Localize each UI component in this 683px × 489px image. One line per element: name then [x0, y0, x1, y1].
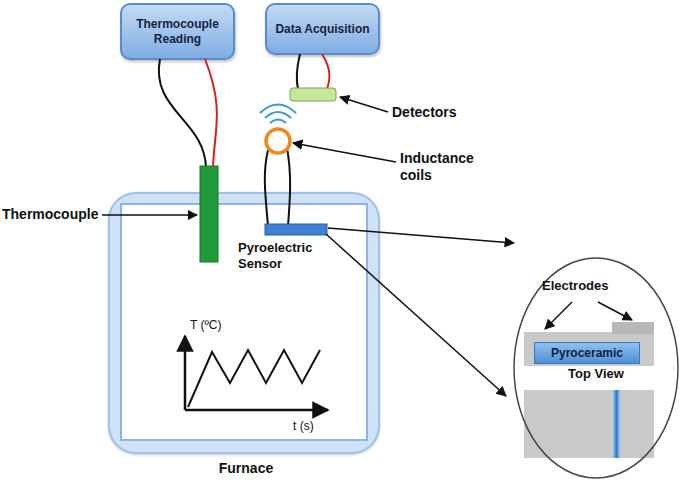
part-label: Pyroelectric Sensor: [238, 240, 333, 271]
part-label: Detectors: [392, 104, 482, 121]
part-label: Inductance coils: [400, 150, 482, 184]
pyroceramic-layer: Pyroceramic: [534, 342, 640, 364]
detector-bar: [290, 88, 336, 101]
node-text: Furnace: [110, 460, 382, 476]
coil-wire: [287, 148, 290, 226]
electrode-tab: [612, 322, 654, 334]
axis-label: T (ºC): [190, 318, 250, 332]
inductance-coil: [266, 129, 290, 153]
graph-axes: [185, 336, 328, 410]
coil-wire: [265, 150, 268, 226]
temperature-profile: [188, 350, 320, 407]
zoom-view: ElectrodesTop View Pyroceramic: [512, 256, 680, 480]
display-box: Thermocouple Reading: [120, 3, 235, 60]
top-view-stripe: [613, 390, 620, 458]
display-box: Data Acquisition: [265, 3, 380, 55]
node-text: Electrodes: [542, 278, 652, 293]
node-text: Top View: [512, 366, 680, 381]
thermocouple-probe: [200, 166, 218, 262]
node-text: Pyroceramic: [551, 346, 623, 360]
leader-arrow: [102, 97, 632, 396]
part-label: Thermocouple: [2, 206, 102, 223]
top-view-plate: [524, 390, 654, 458]
axis-label: t (s): [293, 419, 333, 433]
node-text: Data Acquisition: [275, 22, 369, 36]
node-text: Thermocouple Reading: [122, 17, 233, 46]
detector-wire: [297, 54, 300, 89]
electrode-base: [524, 332, 654, 366]
thermocouple-wire: [205, 59, 217, 168]
wireless-symbol: [260, 105, 296, 124]
detector-wire: [322, 54, 329, 89]
thermocouple-wire: [159, 59, 206, 168]
pyroelectric-sensor: [265, 224, 327, 235]
furnace-chamber: [121, 204, 367, 440]
